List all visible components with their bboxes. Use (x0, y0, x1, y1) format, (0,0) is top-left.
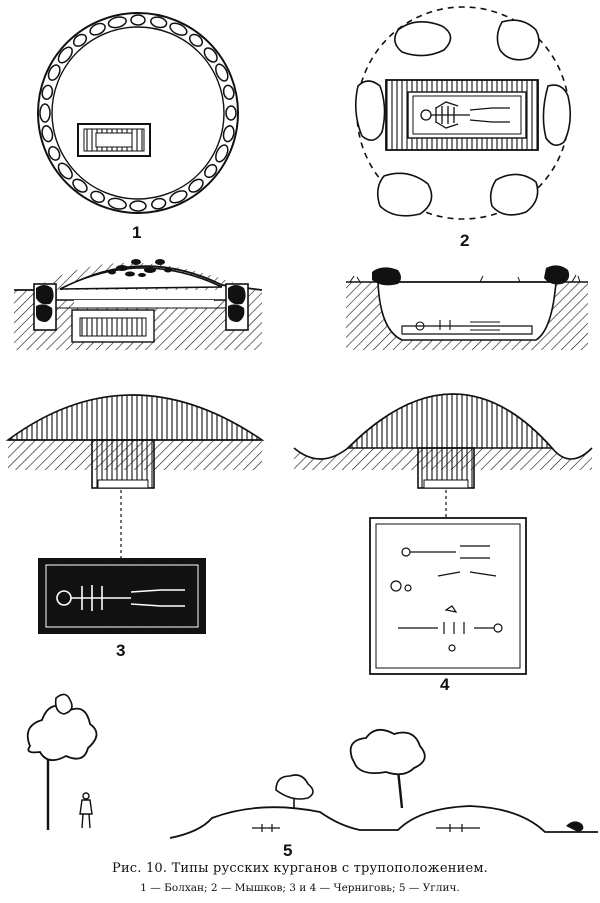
stone (72, 178, 88, 193)
figure-2-number: 2 (460, 231, 469, 250)
tree-icon (349, 728, 426, 809)
stone (129, 200, 147, 212)
stone (222, 84, 235, 100)
stone-pillar-right (225, 283, 249, 331)
stone (188, 178, 204, 193)
stone (215, 63, 229, 82)
stone (41, 125, 54, 143)
figure-1-section (14, 259, 263, 350)
stone (169, 190, 188, 204)
stone (57, 162, 73, 180)
figure-5-number: 5 (283, 841, 292, 860)
stone (203, 47, 218, 63)
stone (151, 197, 167, 210)
stone (89, 22, 106, 36)
stone (72, 33, 88, 47)
figure-caption-title: Рис. 10. Типы русских курганов с трупопо… (112, 861, 488, 876)
figure-caption-legend: 1 — Болхан; 2 — Мышков; 3 и 4 — Чернигов… (140, 882, 460, 894)
figure-4-section: 4 (293, 393, 593, 694)
figure-5-landscape: 5 (26, 693, 598, 860)
stone (57, 46, 73, 64)
skeleton-icon (420, 101, 510, 129)
stone (215, 144, 229, 163)
stone (48, 145, 61, 161)
stone (130, 14, 146, 26)
stone (169, 22, 188, 36)
figure-1-number: 1 (132, 223, 141, 242)
stone (188, 33, 204, 47)
stone (107, 197, 127, 210)
stone (39, 103, 51, 123)
figure-2-plan: 2 (354, 6, 572, 250)
skeleton-icon (390, 545, 503, 652)
figure-3-number: 3 (116, 641, 125, 660)
figure-2-section (346, 265, 588, 350)
figure-1-plan: 1 (37, 12, 239, 242)
tree-icon (26, 693, 98, 830)
stone (204, 163, 218, 179)
figure-3-section: 3 (5, 394, 265, 660)
stone (150, 16, 168, 29)
stone (107, 16, 127, 29)
stone-pillar-left (33, 283, 57, 331)
figure-4-number: 4 (440, 675, 450, 694)
stone-ring (39, 14, 237, 212)
skeleton-icon (56, 585, 185, 611)
stone (41, 84, 54, 100)
stone (47, 64, 61, 81)
person-icon (79, 792, 93, 829)
stone (225, 105, 237, 121)
tree-icon (275, 774, 314, 808)
stone (222, 125, 235, 143)
stone (90, 190, 106, 203)
